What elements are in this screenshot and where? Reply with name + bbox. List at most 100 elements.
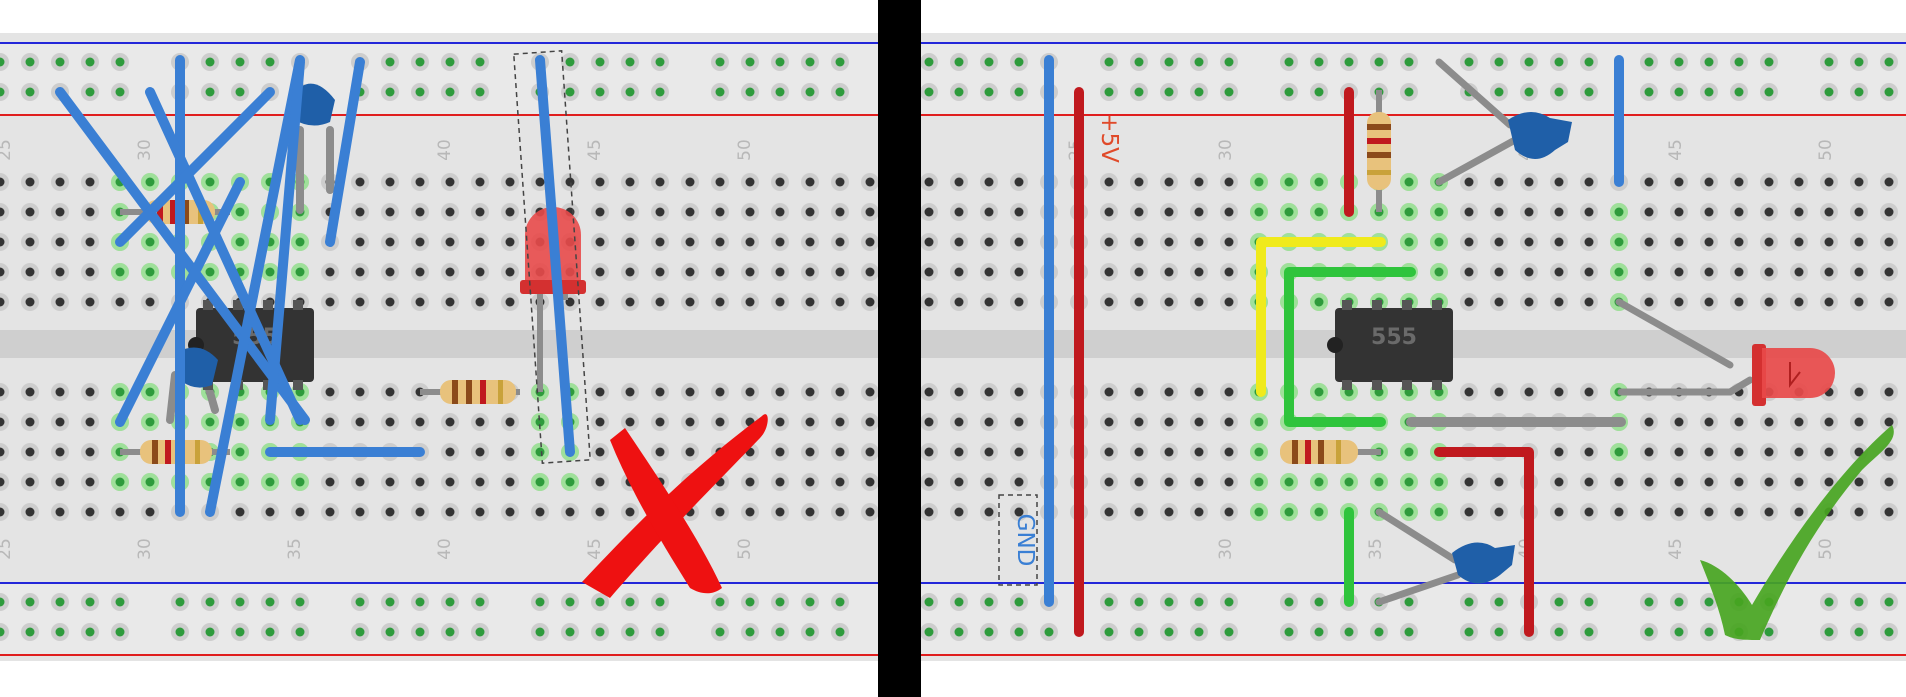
breadboard-hole: [954, 507, 964, 517]
breadboard-hole: [1434, 507, 1444, 517]
breadboard-hole: [1584, 207, 1594, 217]
breadboard-hole: [655, 177, 665, 187]
breadboard-hole: [595, 597, 605, 607]
breadboard-hole: [775, 87, 785, 97]
right-row-number: 35: [1366, 538, 1386, 560]
breadboard-hole: [1554, 597, 1564, 607]
breadboard-hole: [1494, 87, 1504, 97]
breadboard-hole: [265, 627, 275, 637]
breadboard-hole: [265, 597, 275, 607]
breadboard-hole: [924, 207, 934, 217]
breadboard-hole: [1194, 237, 1204, 247]
breadboard-hole: [85, 387, 95, 397]
breadboard-hole: [1734, 87, 1744, 97]
breadboard-hole: [1014, 87, 1024, 97]
breadboard-hole: [475, 177, 485, 187]
breadboard-hole: [924, 57, 934, 67]
breadboard-hole: [805, 57, 815, 67]
breadboard-hole: [535, 177, 545, 187]
breadboard-hole: [1794, 237, 1804, 247]
breadboard-hole: [1614, 507, 1624, 517]
breadboard-hole: [1824, 477, 1834, 487]
breadboard-hole: [1254, 177, 1264, 187]
breadboard-hole: [1464, 177, 1474, 187]
breadboard-hole: [1194, 447, 1204, 457]
breadboard-hole: [1134, 627, 1144, 637]
breadboard-hole: [1884, 447, 1894, 457]
breadboard-hole: [1164, 177, 1174, 187]
breadboard-hole: [1404, 207, 1414, 217]
breadboard-hole: [1494, 477, 1504, 487]
breadboard-hole: [1824, 87, 1834, 97]
breadboard-hole: [235, 477, 245, 487]
breadboard-hole: [1554, 177, 1564, 187]
breadboard-hole: [535, 477, 545, 487]
breadboard-hole: [1224, 417, 1234, 427]
breadboard-hole: [865, 177, 875, 187]
breadboard-hole: [1824, 177, 1834, 187]
blue-jumper-wire: [115, 177, 245, 427]
breadboard-hole: [1734, 417, 1744, 427]
breadboard-hole: [1314, 87, 1324, 97]
breadboard-hole: [475, 417, 485, 427]
right-row-number: 30: [1216, 538, 1236, 560]
breadboard-hole: [1614, 237, 1624, 247]
breadboard-hole: [1554, 507, 1564, 517]
breadboard-hole: [805, 87, 815, 97]
left-row-number: 30: [135, 139, 155, 161]
breadboard-hole: [1194, 477, 1204, 487]
breadboard-hole: [1524, 87, 1534, 97]
breadboard-hole: [265, 267, 275, 277]
breadboard-hole: [805, 207, 815, 217]
breadboard-hole: [1734, 177, 1744, 187]
breadboard-hole: [1284, 177, 1294, 187]
breadboard-hole: [685, 177, 695, 187]
breadboard-hole: [1704, 477, 1714, 487]
breadboard-hole: [1224, 297, 1234, 307]
breadboard-hole: [924, 267, 934, 277]
breadboard-hole: [295, 477, 305, 487]
breadboard-hole: [1884, 627, 1894, 637]
breadboard-hole: [1464, 597, 1474, 607]
breadboard-hole: [85, 207, 95, 217]
breadboard-hole: [535, 417, 545, 427]
breadboard-hole: [0, 417, 5, 427]
breadboard-hole: [565, 477, 575, 487]
breadboard-hole: [55, 297, 65, 307]
breadboard-hole: [1584, 447, 1594, 457]
breadboard-hole: [715, 597, 725, 607]
breadboard-hole: [1644, 507, 1654, 517]
breadboard-hole: [595, 627, 605, 637]
breadboard-hole: [625, 507, 635, 517]
breadboard-hole: [775, 57, 785, 67]
breadboard-hole: [505, 267, 515, 277]
breadboard-hole: [1554, 267, 1564, 277]
breadboard-hole: [1644, 237, 1654, 247]
breadboard-hole: [1584, 477, 1594, 487]
breadboard-hole: [924, 627, 934, 637]
breadboard-hole: [655, 447, 665, 457]
breadboard-hole: [475, 267, 485, 277]
breadboard-hole: [1554, 627, 1564, 637]
breadboard-hole: [954, 57, 964, 67]
breadboard-hole: [1134, 507, 1144, 517]
breadboard-hole: [865, 237, 875, 247]
breadboard-hole: [1314, 177, 1324, 187]
breadboard-hole: [1764, 477, 1774, 487]
breadboard-hole: [954, 267, 964, 277]
breadboard-hole: [325, 387, 335, 397]
breadboard-hole: [1674, 297, 1684, 307]
breadboard-hole: [1014, 627, 1024, 637]
breadboard-hole: [1644, 597, 1654, 607]
breadboard-hole: [1104, 207, 1114, 217]
breadboard-hole: [924, 297, 934, 307]
breadboard-hole: [1134, 207, 1144, 217]
blue-jumper-wire: [325, 57, 365, 247]
breadboard-hole: [1374, 477, 1384, 487]
breadboard-hole: [1764, 507, 1774, 517]
breadboard-hole: [355, 237, 365, 247]
breadboard-hole: [954, 597, 964, 607]
breadboard-hole: [355, 597, 365, 607]
breadboard-hole: [595, 87, 605, 97]
breadboard-hole: [1884, 477, 1894, 487]
